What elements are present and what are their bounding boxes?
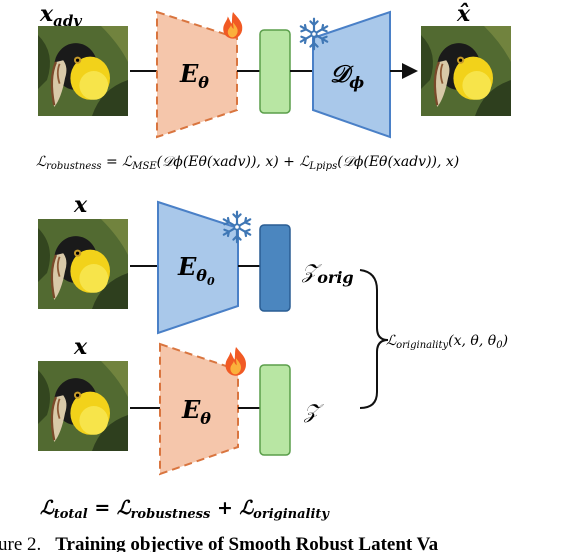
output-label: x̂ [456,1,471,27]
output-image [420,26,512,116]
middle-input-image [37,219,129,309]
latent-orig-label: 𝒵orig [301,259,354,287]
decoder-frozen [312,10,391,139]
total-equation: ℒtotal = ℒrobustness + ℒoriginality [40,497,330,522]
encoder-frozen-original [157,200,239,335]
originality-loss-label: ℒoriginality(x, θ, θ0) [386,333,508,351]
encoder-trainable-bottom [159,342,239,476]
curly-brace [359,269,389,409]
figure-caption: ure 2.Training objective of Smooth Robus… [0,534,439,552]
latent-code-original [259,224,291,312]
encoder-trainable [156,10,238,139]
encoder-original-label: Eθ0 [177,252,215,288]
middle-input-label: x [73,192,88,218]
bottom-input-image [37,361,129,451]
bottom-input-label: x [73,334,88,360]
encoder-label: Eθ [179,59,209,92]
fire-icon [225,347,247,376]
latent-label: 𝒵 [303,399,324,423]
input-label-xadv: xadv [39,1,82,30]
latent-code-bottom [259,364,291,456]
input-image-adv [37,26,129,116]
encoder-bottom-label: Eθ [181,395,211,428]
latent-code [259,29,291,114]
robustness-equation: ℒrobustness = ℒMSE(𝒟ϕ(Eθ(xadv)), x) + ℒL… [36,154,459,172]
fire-icon [223,12,243,39]
